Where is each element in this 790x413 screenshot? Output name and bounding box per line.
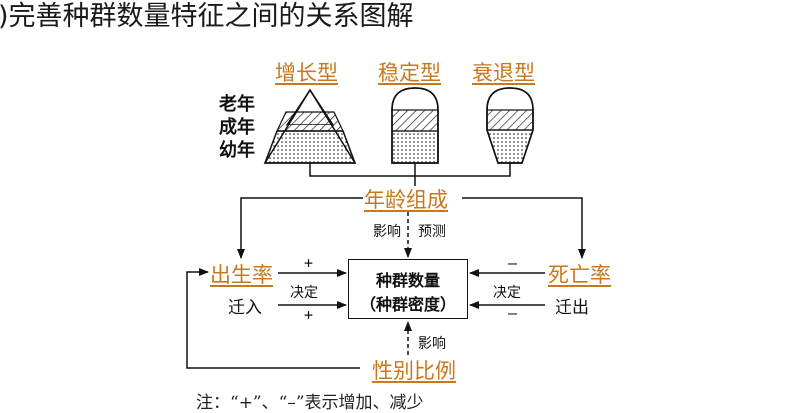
center-line2: （种群密度） <box>359 295 456 314</box>
stable-type-label: 稳定型 <box>378 61 441 85</box>
emigration-label: 迁出 <box>555 298 589 318</box>
heading: )完善种群数量特征之间的关系图解 <box>0 1 414 32</box>
death-rate-node: 死亡率 <box>548 263 611 287</box>
stable-bell-icon <box>391 87 439 164</box>
decline-type-label: 衰退型 <box>472 61 535 85</box>
immigration-label: 迁入 <box>228 298 262 318</box>
influence-bottom-label: 影响 <box>418 336 446 352</box>
decline-urn-icon <box>486 87 534 164</box>
center-line1: 种群数量 <box>375 271 440 290</box>
legend-note: 注：“+”、“–”表示增加、减少 <box>196 393 424 413</box>
growth-pyramid-icon <box>263 88 357 164</box>
minus-bottom-sign: – <box>508 304 518 322</box>
birth-rate-node: 出生率 <box>210 263 273 287</box>
diagram-canvas <box>186 87 586 369</box>
age-structure-node: 年龄组成 <box>364 188 448 212</box>
influence-label: 影响 <box>373 224 401 240</box>
plus-bottom-sign: + <box>304 306 314 324</box>
plus-top-sign: + <box>304 254 314 272</box>
age-adult-label: 成年 <box>219 117 255 138</box>
decide-left-label: 决定 <box>290 285 318 301</box>
minus-top-sign: – <box>508 254 518 272</box>
sex-ratio-node: 性别比例 <box>372 359 456 383</box>
age-young-label: 幼年 <box>219 140 255 161</box>
decide-right-label: 决定 <box>493 285 521 301</box>
age-old-label: 老年 <box>219 94 255 115</box>
population-size-box: 种群数量 （种群密度） <box>348 259 468 319</box>
growth-type-label: 增长型 <box>275 61 338 85</box>
predict-label: 预测 <box>418 224 446 240</box>
